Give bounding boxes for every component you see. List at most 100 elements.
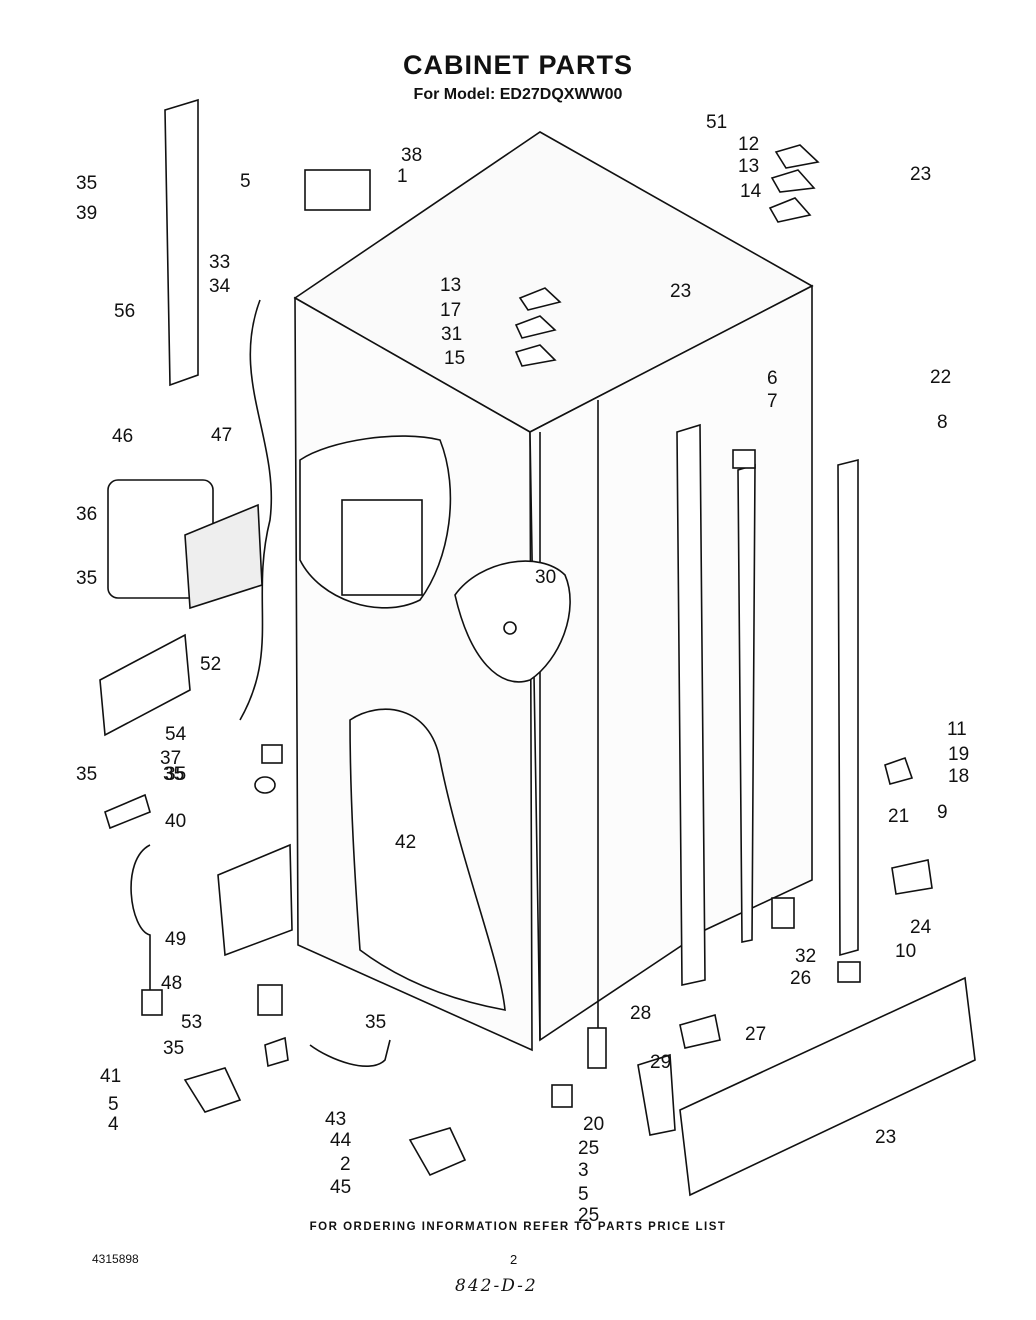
relay-box-47 <box>217 843 293 957</box>
bracket-20 <box>891 859 933 895</box>
callout-label: 17 <box>440 300 461 321</box>
side-window <box>341 499 423 596</box>
power-cord-40 <box>130 844 151 990</box>
bracket-27 <box>587 1027 607 1069</box>
clip-19 <box>551 1084 573 1108</box>
callout-label: 46 <box>112 426 133 447</box>
hinge-cover-15 <box>518 287 562 311</box>
handwritten-note: 842-D-2 <box>455 1276 538 1296</box>
callout-label: 32 <box>795 946 816 967</box>
hinge-13-top <box>768 197 812 223</box>
callout-label: 7 <box>767 391 778 412</box>
callout-label: 21 <box>888 806 909 827</box>
callout-label: 41 <box>100 1066 121 1087</box>
bracket-39 <box>104 793 151 830</box>
ordering-information-note: FOR ORDERING INFORMATION REFER TO PARTS … <box>309 1221 727 1233</box>
bracket-56 <box>264 1036 289 1068</box>
callout-label: 15 <box>444 348 465 369</box>
callout-label: 47 <box>211 425 232 446</box>
callout-label: 10 <box>895 941 916 962</box>
callout-label: 14 <box>740 181 762 202</box>
document-number: 4315898 <box>92 1252 139 1266</box>
callout-label: 13 <box>440 275 461 296</box>
page-number: 2 <box>510 1252 518 1267</box>
clip-26 <box>679 1013 721 1049</box>
callout-label: 39 <box>76 203 97 224</box>
callout-label: 51 <box>706 112 727 133</box>
callout-label: 42 <box>395 832 416 853</box>
callout-label: 26 <box>790 968 811 989</box>
callout-label: 29 <box>650 1052 671 1073</box>
trim-8 <box>837 458 859 957</box>
hinge-17 <box>884 756 914 785</box>
part-29-plug <box>503 621 517 635</box>
page-title: CABINET PARTS <box>402 50 633 80</box>
callout-label: 6 <box>767 368 778 389</box>
hinge-12 <box>770 169 816 193</box>
callout-label: 24 <box>910 917 932 938</box>
foot-31 <box>771 897 795 929</box>
callout-label: 28 <box>630 1003 651 1024</box>
callout-label: 35 <box>165 764 186 785</box>
panel-36 <box>99 633 191 737</box>
cutaway-inner <box>454 560 571 683</box>
plug-40 <box>141 989 163 1016</box>
clip-53 <box>261 744 283 764</box>
hinge-cover-49 <box>774 144 820 169</box>
grille-22 <box>679 976 976 1197</box>
grommet-34 <box>254 776 276 794</box>
clip-52 <box>257 984 283 1016</box>
callout-label: 35 <box>163 1038 184 1059</box>
callout-label: 53 <box>181 1012 202 1033</box>
callout-label: 37 <box>160 748 181 769</box>
bracket-37 <box>304 169 371 211</box>
callout-label: 2 <box>340 1154 351 1175</box>
callout-label: 3 <box>578 1160 589 1181</box>
callout-label: 38 <box>401 145 422 166</box>
callout-label: 31 <box>441 324 462 345</box>
callout-label: 30 <box>535 567 556 588</box>
bracket-24 <box>637 1053 676 1136</box>
mullion-6 <box>676 423 706 986</box>
roller-4 <box>183 1067 242 1113</box>
clip-10 <box>837 961 861 983</box>
callout-label: 34 <box>209 276 231 297</box>
callout-label: 35 <box>365 1012 386 1033</box>
callout-label: 12 <box>738 134 759 155</box>
rail-38 <box>164 98 199 387</box>
callout-label: 35 <box>163 764 184 785</box>
connector-7 <box>732 449 756 469</box>
model-subtitle: For Model: ED27DQXWW00 <box>413 86 623 103</box>
callout-label: 23 <box>670 281 691 302</box>
callout-label: 54 <box>165 724 187 745</box>
callout-label: 56 <box>114 301 135 322</box>
cutaway-lower <box>349 708 506 1011</box>
callout-label: 35 <box>76 568 97 589</box>
callout-label: 27 <box>745 1024 766 1045</box>
callout-label: 5 <box>108 1094 119 1115</box>
callout-label: 35 <box>76 764 97 785</box>
callout-label: 25 <box>578 1138 599 1159</box>
callout-label: 9 <box>937 802 948 823</box>
callout-label: 35 <box>76 173 97 194</box>
callout-label: 23 <box>910 164 931 185</box>
wire-harness-46 <box>239 299 273 721</box>
callout-label: 43 <box>325 1109 346 1130</box>
callout-label: 5 <box>578 1184 589 1205</box>
callout-label: 11 <box>947 719 967 740</box>
callout-label: 19 <box>948 744 969 765</box>
hinge-2 <box>408 1127 467 1177</box>
callout-label: 20 <box>583 1114 604 1135</box>
callout-label: 23 <box>875 1127 896 1148</box>
callout-label: 1 <box>397 166 408 187</box>
callout-label: 22 <box>930 367 951 388</box>
hinge-30 <box>514 315 557 339</box>
callout-label: 18 <box>948 766 969 787</box>
hinge-13-mid <box>514 344 557 367</box>
callout-label: 5 <box>240 171 251 192</box>
callout-label: 13 <box>738 156 759 177</box>
callout-label: 36 <box>76 504 97 525</box>
drain-tube-42 <box>309 1039 391 1068</box>
